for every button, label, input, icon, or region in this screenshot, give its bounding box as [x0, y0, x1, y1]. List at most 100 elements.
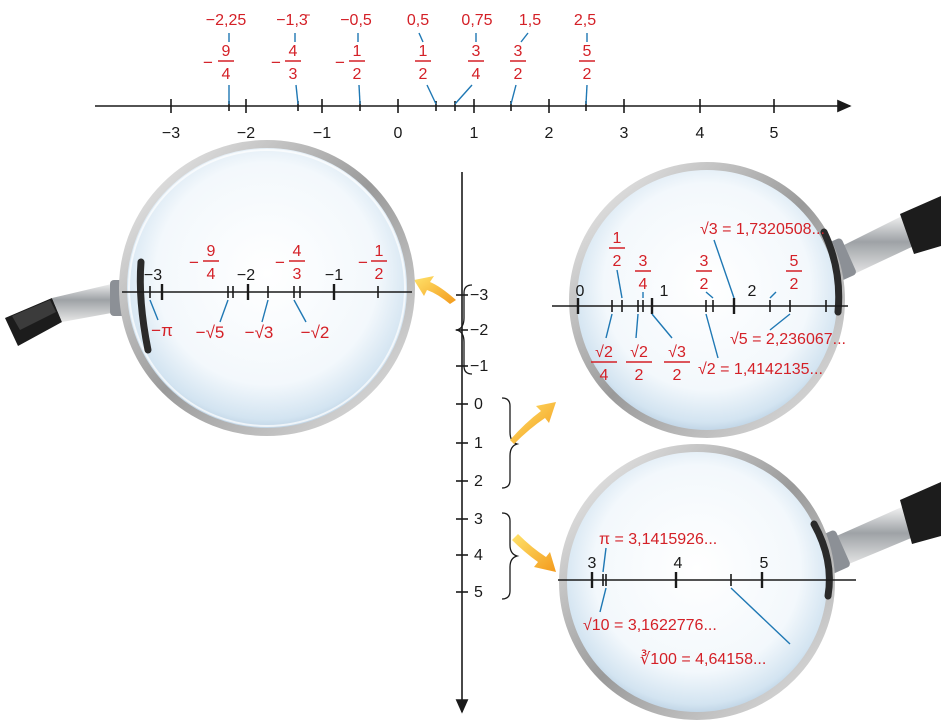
svg-text:√2: √2 [595, 344, 613, 361]
svg-text:−: − [189, 253, 199, 272]
svg-text:√3: √3 [668, 344, 686, 361]
svg-text:5: 5 [583, 43, 592, 60]
decimal-label: −2,25 [206, 12, 247, 29]
axis-label: 0 [474, 396, 483, 413]
decimal-label: −1,3̄ [276, 12, 311, 29]
arrow-icon [510, 402, 556, 444]
svg-text:2: 2 [635, 367, 644, 384]
svg-text:−: − [358, 253, 368, 272]
axis-label: 3 [474, 511, 483, 528]
vertical-labels: −3 −2 −1 0 1 2 3 4 5 [470, 287, 488, 601]
top-number-line: −3 −2 −1 0 1 2 3 4 5 −2,25 −1,3̄ −0,5 0,… [95, 12, 852, 142]
lens-tick-label: −3 [144, 267, 162, 284]
tick-label: −1 [313, 125, 331, 142]
svg-text:5: 5 [790, 253, 799, 270]
svg-text:2: 2 [700, 276, 709, 293]
svg-text:4: 4 [222, 66, 231, 83]
lens-tick-label: 3 [588, 555, 597, 572]
expression-label: √3 = 1,7320508... [700, 221, 825, 238]
axis-label: −3 [470, 287, 488, 304]
svg-text:2: 2 [790, 276, 799, 293]
svg-text:4: 4 [639, 276, 648, 293]
root-label: −√2 [301, 323, 330, 342]
svg-text:4: 4 [600, 367, 609, 384]
svg-text:4: 4 [293, 243, 302, 260]
svg-text:1: 1 [375, 243, 384, 260]
brace-right [501, 397, 520, 489]
fraction-labels: − 9 4 − 4 3 − 1 2 1 2 3 4 3 2 [203, 43, 595, 83]
lens-tick-label: 4 [674, 555, 683, 572]
brace-right [501, 512, 520, 600]
svg-text:2: 2 [375, 266, 384, 283]
svg-text:9: 9 [207, 243, 216, 260]
tick-label: 0 [394, 125, 403, 142]
axis-label: 1 [474, 435, 483, 452]
svg-text:√2: √2 [630, 344, 648, 361]
root-label: −π [151, 321, 173, 340]
svg-text:3: 3 [293, 266, 302, 283]
axis-label: −1 [470, 358, 488, 375]
svg-text:3: 3 [514, 43, 523, 60]
lens-tick-label: 1 [660, 283, 669, 300]
tick-label: 5 [770, 125, 779, 142]
svg-text:4: 4 [289, 43, 298, 60]
svg-text:3: 3 [472, 43, 481, 60]
expression-label: ∛100 = 4,64158... [640, 649, 766, 668]
svg-text:−: − [275, 253, 285, 272]
magnifier-right-bottom: 3 4 5 π = 3,1415926... √10 = 3,1622776..… [558, 444, 941, 720]
tick-label: 2 [545, 125, 554, 142]
decimal-label: 0,5 [407, 12, 429, 29]
axis-label: 2 [474, 473, 483, 490]
svg-text:1: 1 [613, 230, 622, 247]
axis-label: 4 [474, 547, 483, 564]
arrow-icon [512, 534, 556, 572]
tick-label: 4 [696, 125, 705, 142]
brace-left [454, 284, 473, 375]
svg-text:2: 2 [419, 66, 428, 83]
magnifier-right-top: 0 1 2 1 2 3 4 3 2 5 2 √3 = 1,7320508... … [552, 162, 941, 438]
svg-text:3: 3 [289, 66, 298, 83]
tick-label: −2 [237, 125, 255, 142]
lens-tick-label: 5 [760, 555, 769, 572]
root-label: −√3 [245, 323, 274, 342]
lens-tick-label: 2 [748, 283, 757, 300]
zoom-arrows [414, 276, 556, 572]
svg-text:2: 2 [353, 66, 362, 83]
expression-label: √10 = 3,1622776... [583, 617, 717, 634]
lens-tick-label: 0 [576, 283, 585, 300]
svg-text:9: 9 [222, 43, 231, 60]
decimal-label: 1,5 [519, 12, 541, 29]
svg-text:3: 3 [639, 253, 648, 270]
decimal-label: −0,5 [340, 12, 372, 29]
root-label: −√5 [196, 323, 225, 342]
svg-text:1: 1 [419, 43, 428, 60]
tick-label: 1 [470, 125, 479, 142]
decimal-labels: −2,25 −1,3̄ −0,5 0,5 0,75 1,5 2,5 [206, 12, 596, 29]
svg-text:3: 3 [700, 253, 709, 270]
svg-text:2: 2 [613, 253, 622, 270]
svg-text:−: − [335, 53, 345, 72]
vertical-number-line: −3 −2 −1 0 1 2 3 4 5 [454, 172, 520, 714]
magnifier-icon [816, 482, 941, 574]
tick-label: 3 [620, 125, 629, 142]
svg-text:2: 2 [583, 66, 592, 83]
expression-label: √2 = 1,4142135... [698, 361, 823, 378]
axis-label: 5 [474, 584, 483, 601]
arrow-icon [414, 276, 456, 304]
lens-tick-label: −1 [325, 267, 343, 284]
magnifier-left: −3 −2 −1 − 9 4 − 4 3 − 1 2 −π −√5 −√3 −√… [5, 140, 415, 436]
svg-text:2: 2 [673, 367, 682, 384]
expression-label: π = 3,1415926... [599, 531, 717, 548]
top-leader-lines [228, 32, 588, 105]
tick-label: −3 [162, 125, 180, 142]
lens-tick-label: −2 [237, 267, 255, 284]
decimal-label: 2,5 [574, 12, 596, 29]
magnifier-icon [5, 280, 130, 346]
expression-label: √5 = 2,236067... [730, 331, 846, 348]
svg-text:2: 2 [514, 66, 523, 83]
svg-text:−: − [271, 53, 281, 72]
decimal-label: 0,75 [461, 12, 492, 29]
svg-text:4: 4 [207, 266, 216, 283]
svg-text:1: 1 [353, 43, 362, 60]
